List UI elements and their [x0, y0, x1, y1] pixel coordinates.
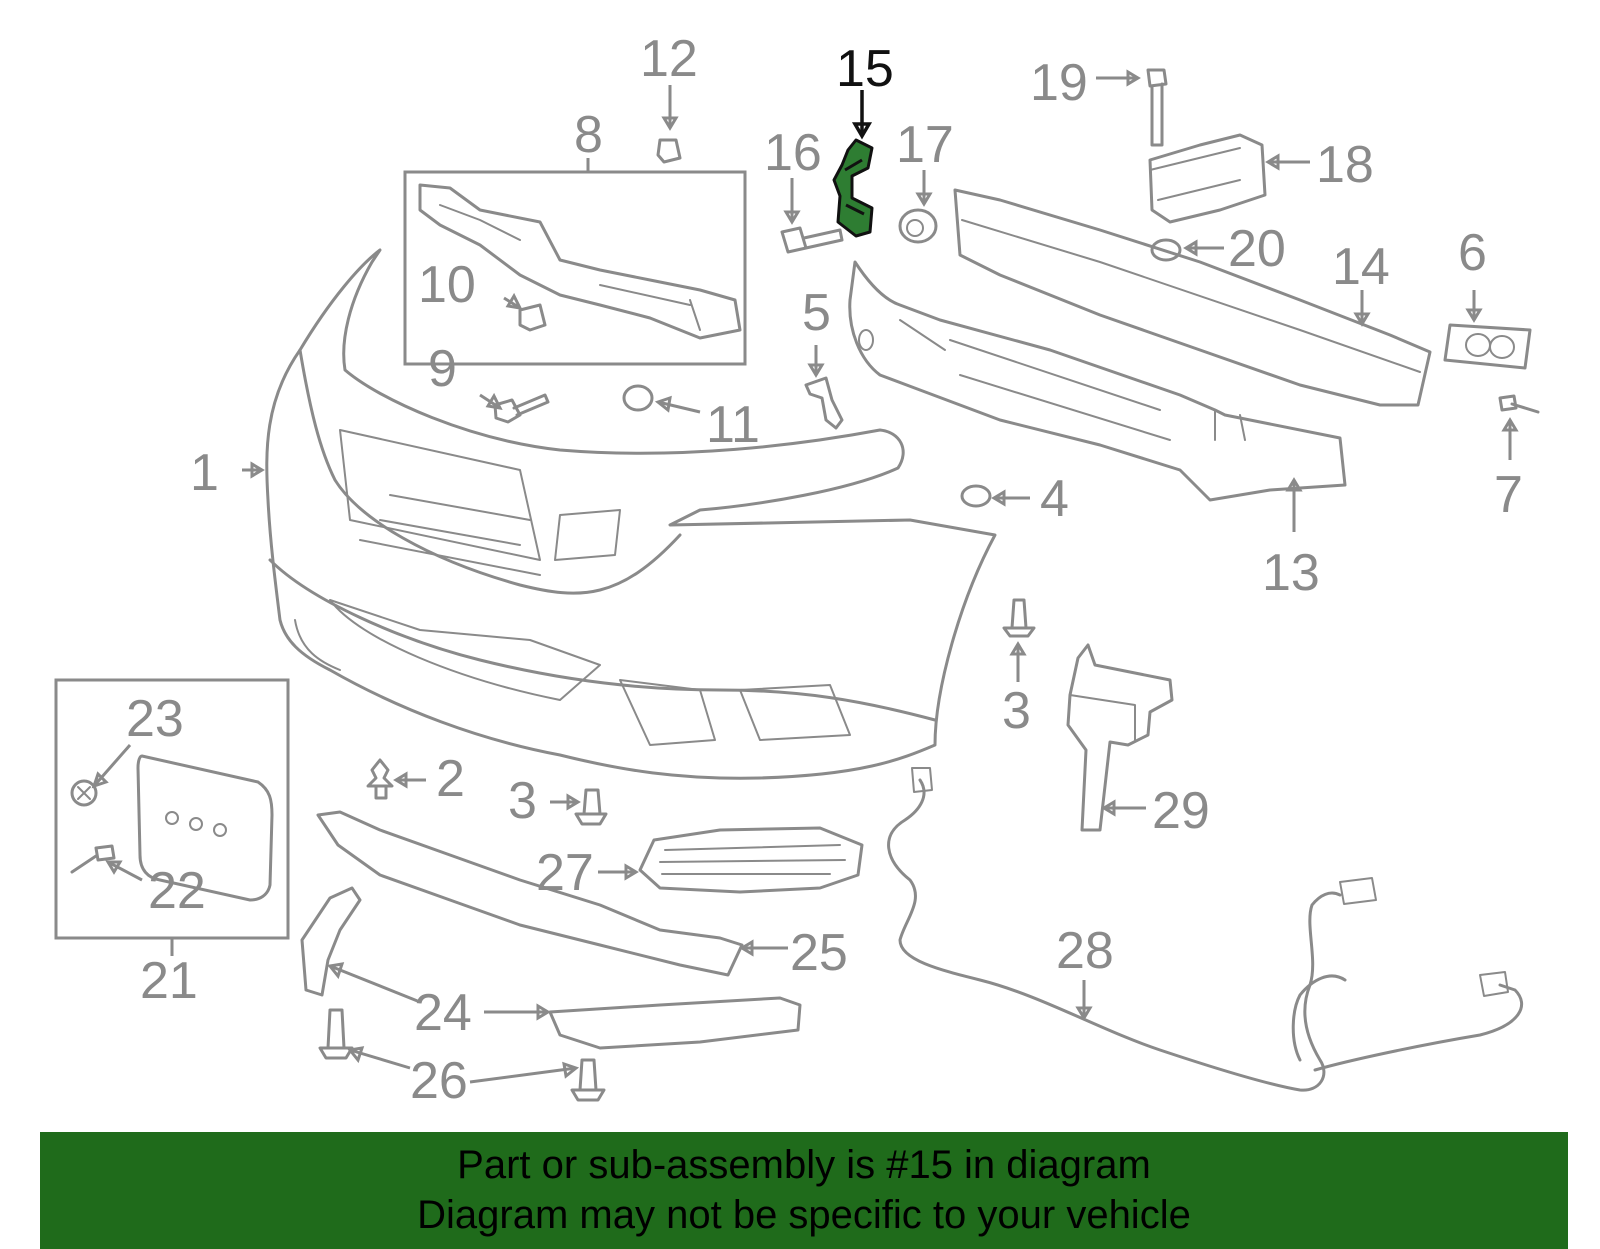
callout-6: 6 — [1458, 224, 1487, 282]
banner-line-part-number: Part or sub-assembly is #15 in diagram — [457, 1143, 1151, 1187]
callout-29: 29 — [1152, 782, 1210, 840]
callout-21: 21 — [140, 952, 198, 1010]
callout-5: 5 — [802, 284, 831, 342]
callout-13: 13 — [1262, 544, 1320, 602]
part-12-clip[interactable] — [656, 138, 682, 164]
callout-3-upper: 3 — [1002, 682, 1031, 740]
callout-1: 1 — [190, 444, 219, 502]
part-8-group-box — [403, 170, 747, 366]
part-8-upper-support[interactable] — [418, 183, 742, 340]
callout-7: 7 — [1494, 466, 1523, 524]
callout-23: 23 — [126, 690, 184, 748]
part-3-screw-upper[interactable] — [1002, 598, 1036, 638]
part-4-nut[interactable] — [960, 484, 992, 508]
callout-9: 9 — [428, 340, 457, 398]
part-20-nut[interactable] — [1150, 238, 1182, 262]
part-13-energy-absorber[interactable] — [848, 260, 1347, 502]
part-7-screw[interactable] — [1498, 394, 1540, 414]
part-16-bolt[interactable] — [780, 226, 844, 254]
part-29-sensor-bracket[interactable] — [1066, 643, 1174, 832]
callout-25: 25 — [790, 924, 848, 982]
part-10-clip[interactable] — [518, 303, 547, 332]
callout-24: 24 — [414, 984, 472, 1042]
callout-17: 17 — [896, 116, 954, 174]
callout-18: 18 — [1316, 136, 1374, 194]
part-25-lower-molding[interactable] — [316, 810, 744, 977]
part-27-fog-bezel[interactable] — [638, 826, 864, 894]
banner-line-disclaimer: Diagram may not be specific to your vehi… — [417, 1193, 1191, 1237]
part-11-grommet[interactable] — [622, 384, 654, 412]
part-9-bolt[interactable] — [493, 393, 550, 424]
callout-10: 10 — [418, 256, 476, 314]
callout-16: 16 — [764, 124, 822, 182]
callout-8: 8 — [574, 106, 603, 164]
part-2-push-pin[interactable] — [366, 758, 394, 800]
part-15-bracket-highlighted[interactable] — [832, 138, 874, 238]
part-6-fog-bracket[interactable] — [1443, 323, 1532, 370]
callout-27: 27 — [536, 844, 594, 902]
part-24-trim[interactable] — [300, 886, 802, 1050]
part-22-screw[interactable] — [70, 844, 116, 874]
part-14-impact-bar[interactable] — [953, 188, 1432, 407]
callout-labels: 1 2 3 3 4 5 6 7 8 9 10 11 12 13 14 15 16… — [126, 30, 1523, 1110]
part-19-bolt[interactable] — [1146, 68, 1168, 147]
part-5-bracket[interactable] — [804, 376, 844, 430]
callout-26: 26 — [410, 1052, 468, 1110]
leader-lines — [91, 69, 1519, 1084]
part-1-bumper-fascia[interactable] — [265, 248, 997, 780]
callout-14: 14 — [1332, 238, 1390, 296]
callout-22: 22 — [148, 862, 206, 920]
callout-19: 19 — [1030, 54, 1088, 112]
callout-3-lower: 3 — [508, 772, 537, 830]
part-28-wiring-harness[interactable] — [887, 767, 1524, 1092]
callout-4: 4 — [1040, 470, 1069, 528]
callout-12: 12 — [640, 30, 698, 88]
part-3-screw-lower[interactable] — [574, 788, 608, 826]
part-21-license-bracket[interactable] — [136, 754, 274, 902]
part-23-screw[interactable] — [70, 779, 98, 807]
part-17-grommet[interactable] — [898, 208, 938, 244]
callout-11: 11 — [706, 396, 760, 454]
callout-28: 28 — [1056, 922, 1114, 980]
part-info-banner: Part or sub-assembly is #15 in diagram D… — [40, 1132, 1568, 1249]
callout-15: 15 — [836, 40, 894, 98]
part-18-mount-bracket[interactable] — [1148, 133, 1267, 224]
callout-20: 20 — [1228, 220, 1286, 278]
callout-2: 2 — [436, 750, 465, 808]
part-26-screws[interactable] — [318, 1008, 606, 1102]
